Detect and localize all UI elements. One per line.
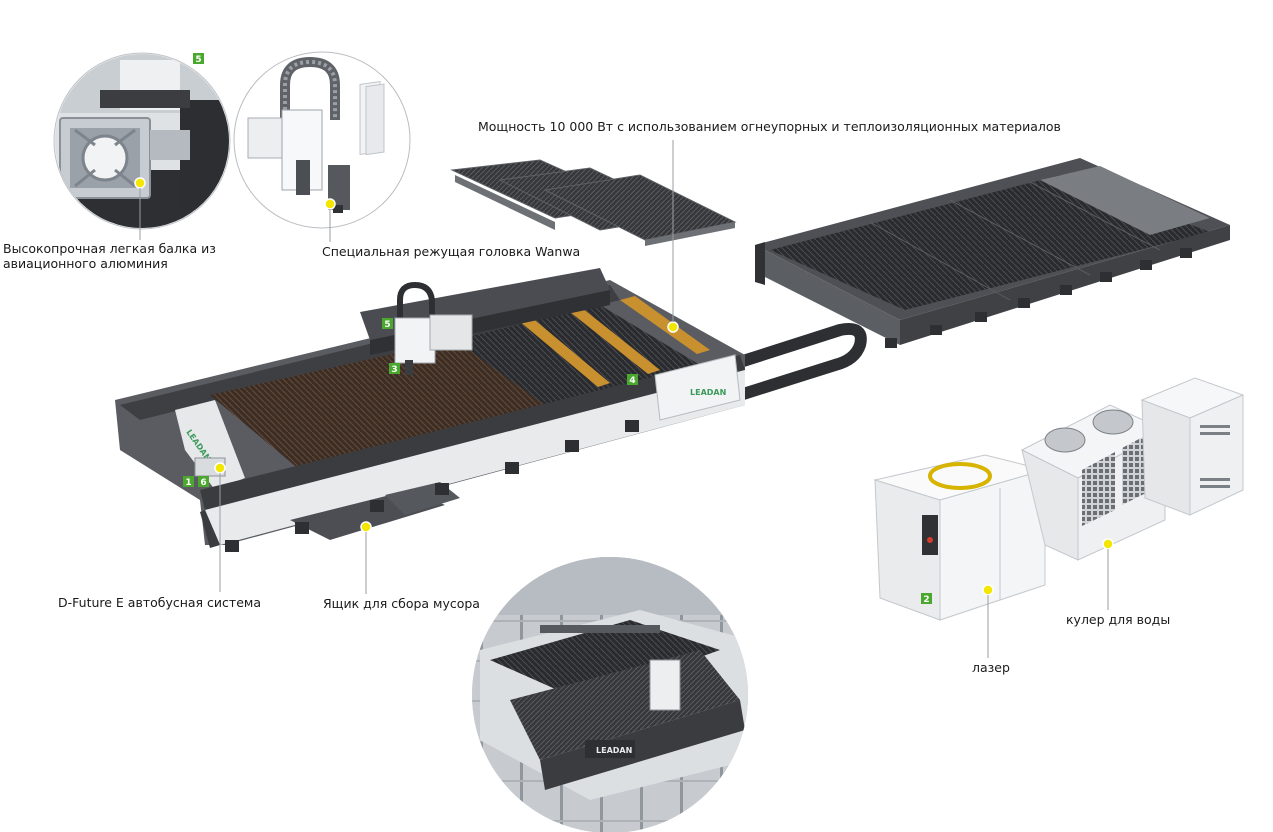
cutting-head-hotspot[interactable] bbox=[324, 198, 336, 210]
waste-box-hotspot[interactable] bbox=[360, 521, 372, 533]
cutting-head-label: Специальная режущая головка Wanwa bbox=[322, 244, 581, 259]
factory-photo: LEADAN bbox=[472, 557, 748, 832]
factory-brand-logo: LEADAN bbox=[596, 746, 632, 755]
bus-system-hotspot[interactable] bbox=[214, 462, 226, 474]
badge-6: 6 bbox=[200, 478, 206, 488]
exchange-platform bbox=[755, 158, 1230, 348]
badge-3: 3 bbox=[391, 365, 397, 375]
badge-2: 2 bbox=[923, 595, 929, 605]
cutting-head-photo bbox=[233, 51, 411, 229]
water-cooler-hotspot[interactable] bbox=[1102, 538, 1114, 550]
laser-hotspot[interactable] bbox=[982, 584, 994, 596]
laser-label: лазер bbox=[972, 660, 1010, 675]
badge-4: 4 bbox=[629, 376, 635, 386]
laser-cabinet: 2 bbox=[873, 454, 1047, 621]
power-label: Мощность 10 000 Вт с использованием огне… bbox=[478, 119, 1061, 134]
power-hotspot[interactable] bbox=[667, 321, 679, 333]
waste-box-label: Ящик для сбора мусора bbox=[323, 596, 480, 611]
beam-hotspot[interactable] bbox=[134, 177, 146, 189]
beam-label: Высокопрочная легкая балка из авиационно… bbox=[3, 241, 216, 271]
cable-chain bbox=[738, 323, 867, 401]
badge-5-top: 5 bbox=[195, 55, 201, 65]
main-cutting-machine: LEADAN LEADAN bbox=[115, 268, 745, 552]
badge-1: 1 bbox=[185, 478, 191, 488]
water-cooler bbox=[1020, 404, 1167, 561]
badge-5: 5 bbox=[384, 320, 390, 330]
beam-closeup-photo: 5 bbox=[53, 52, 231, 230]
leader-lines bbox=[139, 140, 1109, 658]
machine-badges: 5 3 4 1 6 bbox=[183, 318, 638, 488]
water-cooler-label: кулер для воды bbox=[1066, 612, 1171, 627]
cabinet-brand-logo: LEADAN bbox=[690, 388, 726, 397]
exchange-pallets bbox=[450, 159, 737, 246]
bus-system-label: D-Future E автобусная система bbox=[58, 595, 261, 610]
electrical-cabinet bbox=[1140, 377, 1245, 516]
